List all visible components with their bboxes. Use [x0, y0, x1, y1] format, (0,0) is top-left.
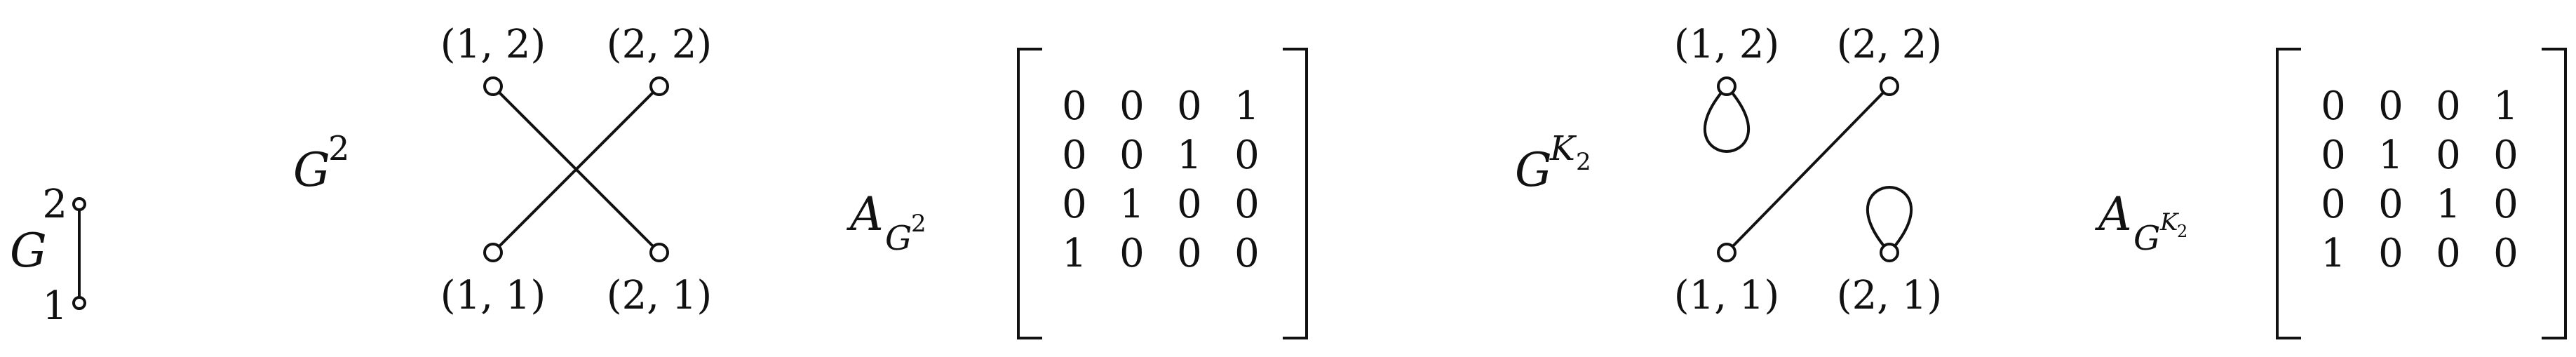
- matrix-k2-cell-r2-c4: 0: [2493, 133, 2518, 178]
- graph-square-vertex-label-1-1: (1, 1): [440, 273, 546, 318]
- matrix-k2-subscript-exponent-sub: 2: [2177, 222, 2187, 241]
- graph-square-panel: G 2 (1, 2) (2, 2) (1, 1) (2, 1): [293, 22, 712, 318]
- matrix-square-cell-r2-c1: 0: [1062, 133, 1087, 178]
- graph-k2-vertex-label-1-1: (1, 1): [1674, 273, 1780, 318]
- matrix-k2-cell-r3-c2: 0: [2378, 182, 2403, 227]
- graph-square-vertex-2-2: [649, 76, 669, 96]
- graph-g-panel: G 2 1: [10, 182, 86, 329]
- graph-square-symbol: G: [293, 143, 330, 197]
- matrix-square-cell-r1-c1: 0: [1062, 83, 1087, 129]
- matrix-square-cell-r1-c4: 1: [1234, 83, 1260, 129]
- matrix-square-cell-r3-c4: 0: [1234, 182, 1260, 227]
- graph-g-vertex-2: [72, 197, 86, 211]
- matrix-square-cell-r4-c2: 0: [1119, 231, 1145, 276]
- matrix-square-cell-r4-c1: 1: [1062, 231, 1087, 276]
- graph-g-symbol: G: [10, 224, 47, 278]
- matrix-k2-cell-r4-c3: 0: [2436, 231, 2461, 276]
- matrix-k2-cell-r4-c1: 1: [2321, 231, 2346, 276]
- graph-g-vertex-1: [72, 296, 86, 310]
- matrix-k2-subscript: G: [2133, 219, 2160, 258]
- graph-k2-loop-2-1: [1866, 185, 1913, 255]
- matrix-k2-cell-r2-c2: 1: [2378, 133, 2403, 178]
- matrix-square-cell-r1-c2: 0: [1119, 83, 1145, 129]
- matrix-k2-symbol: A: [2094, 187, 2132, 241]
- matrix-square-cell-r3-c1: 0: [1062, 182, 1087, 227]
- graph-k2-vertex-label-2-2: (2, 2): [1837, 22, 1943, 67]
- graph-g-vertex-label-2: 2: [42, 182, 67, 227]
- graph-k2-loop-1-2: [1703, 83, 1751, 154]
- matrix-square-cell-r2-c2: 0: [1119, 133, 1145, 178]
- graph-square-vertex-1-2: [483, 76, 503, 96]
- graph-square-exponent: 2: [328, 129, 350, 168]
- graph-k2-symbol: G: [1515, 143, 1552, 197]
- graph-k2-panel: G K 2 (1, 2) (2, 2) (1, 1) (2, 1): [1515, 22, 1942, 318]
- matrix-square-right-bracket: [1283, 48, 1308, 339]
- matrix-k2-right-bracket: [2542, 48, 2567, 339]
- matrix-square-subscript: G: [885, 219, 912, 258]
- matrix-square-cell-r1-c3: 0: [1177, 83, 1202, 129]
- matrix-k2-cell-r1-c4: 1: [2493, 83, 2518, 129]
- matrix-k2-cell-r2-c3: 0: [2436, 133, 2461, 178]
- graph-square-vertex-2-1: [649, 243, 669, 262]
- matrix-k2-cell-r4-c2: 0: [2378, 231, 2403, 276]
- graph-k2-edge-22-11: [1725, 85, 1891, 254]
- matrix-k2-cell-r1-c2: 0: [2378, 83, 2403, 129]
- matrix-k2-cell-r3-c4: 0: [2493, 182, 2518, 227]
- matrix-square-cell-r4-c4: 0: [1234, 231, 1260, 276]
- matrix-k2-subscript-exponent-base: K: [2159, 208, 2180, 236]
- matrix-k2-cell-r3-c3: 1: [2436, 182, 2461, 227]
- matrix-k2-cell-r1-c3: 0: [2436, 83, 2461, 129]
- matrix-k2-cell-r3-c1: 0: [2321, 182, 2346, 227]
- graph-square-vertex-label-2-2: (2, 2): [607, 22, 713, 67]
- graph-k2-vertex-1-2: [1717, 76, 1737, 96]
- matrix-square-cell-r2-c3: 1: [1177, 133, 1202, 178]
- graph-square-vertex-label-1-2: (1, 2): [440, 22, 546, 67]
- graph-k2-vertex-1-1: [1717, 243, 1737, 262]
- matrix-square-symbol: A: [846, 187, 884, 241]
- matrix-k2-left-bracket: [2276, 48, 2301, 339]
- matrix-square-left-bracket: [1017, 48, 1042, 339]
- graph-k2-vertex-label-1-2: (1, 2): [1674, 22, 1780, 67]
- graph-square-edge-22-11: [492, 85, 661, 254]
- graph-k2-vertex-2-1: [1880, 243, 1899, 262]
- graph-k2-vertex-label-2-1: (2, 1): [1837, 273, 1943, 318]
- matrix-square-cell-r4-c3: 0: [1177, 231, 1202, 276]
- matrix-square-cell-r3-c3: 0: [1177, 182, 1202, 227]
- graph-square-vertex-1-1: [483, 243, 503, 262]
- graph-k2-exponent-sub: 2: [1576, 148, 1591, 176]
- graph-k2-exponent-base: K: [1549, 129, 1577, 168]
- matrix-square-cell-r2-c4: 0: [1234, 133, 1260, 178]
- graph-k2-vertex-2-2: [1880, 76, 1899, 96]
- matrix-k2-cell-r1-c1: 0: [2321, 83, 2346, 129]
- matrix-k2-cell-r4-c4: 0: [2493, 231, 2518, 276]
- matrix-k2-cell-r2-c1: 0: [2321, 133, 2346, 178]
- matrix-square-cell-r3-c2: 1: [1119, 182, 1145, 227]
- matrix-square-subscript-exponent: 2: [911, 210, 926, 238]
- graph-g-vertex-label-1: 1: [42, 283, 67, 329]
- graph-square-vertex-label-2-1: (2, 1): [607, 273, 713, 318]
